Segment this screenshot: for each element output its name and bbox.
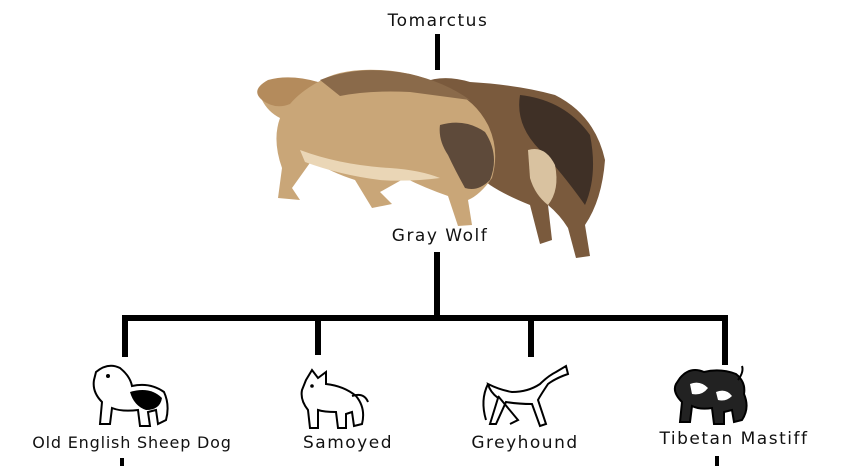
samoyed-icon <box>302 370 368 428</box>
sheepdog-icon <box>94 366 168 426</box>
branch-sheepdog <box>122 315 128 357</box>
parent-stem <box>434 252 440 318</box>
breed-label-samoyed: Samoyed <box>303 433 393 453</box>
branch-mastiff <box>722 315 728 365</box>
branch-greyhound <box>528 315 534 357</box>
breed-label-sheepdog: Old English Sheep Dog <box>32 433 231 452</box>
tail-right <box>715 456 719 466</box>
breed-label-greyhound: Greyhound <box>471 433 578 453</box>
breed-label-mastiff: Tibetan Mastiff <box>659 429 809 449</box>
mastiff-icon <box>675 366 747 424</box>
ancestor-connector <box>435 34 440 70</box>
branch-samoyed <box>315 315 321 355</box>
parent-label: Gray Wolf <box>392 226 488 246</box>
tail-left <box>120 458 124 466</box>
horizontal-bar <box>122 315 728 321</box>
greyhound-icon <box>483 366 568 426</box>
ancestor-label: Tomarctus <box>387 11 489 31</box>
